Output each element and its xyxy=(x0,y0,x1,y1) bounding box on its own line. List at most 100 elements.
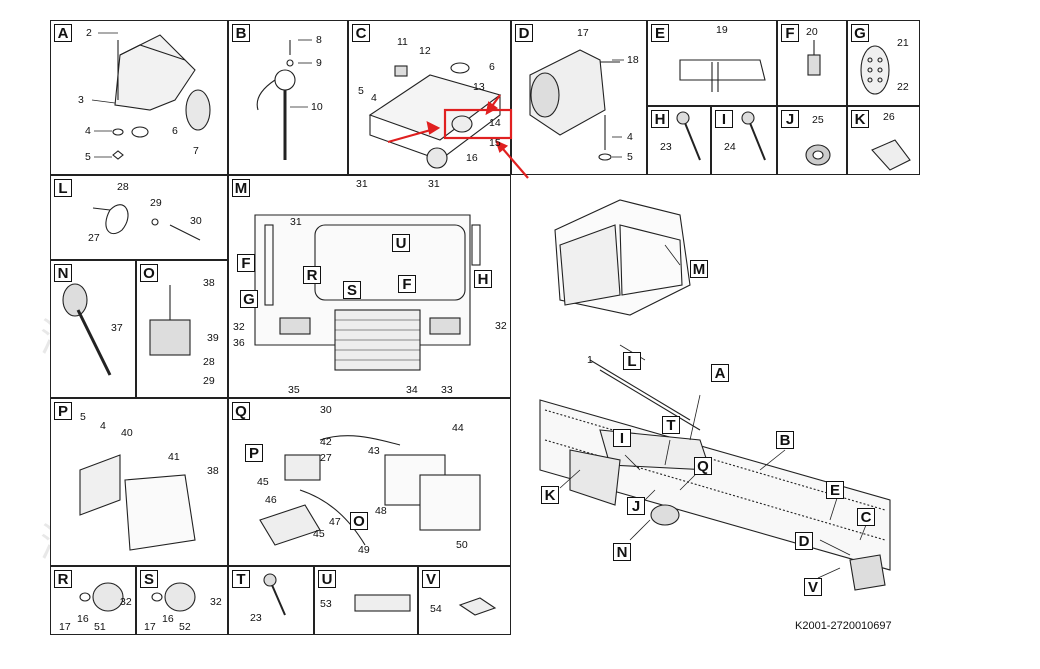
callout-4d: 4 xyxy=(627,131,633,143)
callout-26: 26 xyxy=(883,111,895,123)
overview-label-c: C xyxy=(857,508,875,526)
callout-46: 46 xyxy=(265,494,277,506)
callout-43: 43 xyxy=(368,445,380,457)
panel-label-r: R xyxy=(54,570,72,588)
callout-17s: 17 xyxy=(144,621,156,633)
callout-13: 13 xyxy=(473,81,485,93)
callout-53: 53 xyxy=(320,598,332,610)
callout-29: 29 xyxy=(150,197,162,209)
panel-label-n: N xyxy=(54,264,72,282)
callout-27q: 27 xyxy=(320,452,332,464)
callout-37: 37 xyxy=(111,322,123,334)
callout-49: 49 xyxy=(358,544,370,556)
callout-15: 15 xyxy=(489,137,501,149)
callout-32r: 32 xyxy=(120,596,132,608)
m-label-h: H xyxy=(474,270,492,288)
callout-17r: 17 xyxy=(59,621,71,633)
panel-label-a: A xyxy=(54,24,72,42)
callout-19: 19 xyxy=(716,24,728,36)
m-label-s: S xyxy=(343,281,361,299)
callout-44: 44 xyxy=(452,422,464,434)
callout-6c: 6 xyxy=(489,61,495,73)
callout-8: 8 xyxy=(316,34,322,46)
callout-34: 34 xyxy=(406,384,418,396)
overview-label-b: B xyxy=(776,431,794,449)
panel-label-s: S xyxy=(140,570,158,588)
panel-label-g: G xyxy=(851,24,869,42)
overview-label-v: V xyxy=(804,578,822,596)
panel-label-e: E xyxy=(651,24,669,42)
callout-52: 52 xyxy=(179,621,191,633)
panel-label-p: P xyxy=(54,402,72,420)
callout-2: 2 xyxy=(86,27,92,39)
overview-label-d: D xyxy=(795,532,813,550)
callout-1: 1 xyxy=(587,354,593,366)
callout-25: 25 xyxy=(812,114,824,126)
callout-28o: 28 xyxy=(203,356,215,368)
callout-31c: 31 xyxy=(290,216,302,228)
overview-label-j: J xyxy=(627,497,645,515)
m-label-u: U xyxy=(392,234,410,252)
panel-label-c: C xyxy=(352,24,370,42)
overview-label-a: A xyxy=(711,364,729,382)
callout-40: 40 xyxy=(121,427,133,439)
callout-48: 48 xyxy=(375,505,387,517)
callout-27: 27 xyxy=(88,232,100,244)
panel-label-q: Q xyxy=(232,402,250,420)
callout-39: 39 xyxy=(207,332,219,344)
panel-b xyxy=(228,20,348,175)
panel-label-l: L xyxy=(54,179,72,197)
callout-28: 28 xyxy=(117,181,129,193)
callout-16: 16 xyxy=(466,152,478,164)
callout-18: 18 xyxy=(627,54,639,66)
overview-label-t: T xyxy=(662,416,680,434)
callout-5d: 5 xyxy=(627,151,633,163)
overview-label-q: Q xyxy=(694,457,712,475)
callout-32s: 32 xyxy=(210,596,222,608)
callout-29o: 29 xyxy=(203,375,215,387)
panel-label-b: B xyxy=(232,24,250,42)
diagram-reference: K2001-2720010697 xyxy=(795,620,892,632)
callout-5p: 5 xyxy=(80,411,86,423)
callout-3: 3 xyxy=(78,94,84,106)
callout-54: 54 xyxy=(430,603,442,615)
callout-20: 20 xyxy=(806,26,818,38)
callout-9: 9 xyxy=(316,57,322,69)
panel-label-j: J xyxy=(781,110,799,128)
callout-45b: 45 xyxy=(313,528,325,540)
overview-label-i: I xyxy=(613,429,631,447)
panel-label-u: U xyxy=(318,570,336,588)
callout-4p: 4 xyxy=(100,420,106,432)
callout-30q: 30 xyxy=(320,404,332,416)
callout-23: 23 xyxy=(660,141,672,153)
callout-22: 22 xyxy=(897,81,909,93)
callout-7: 7 xyxy=(193,145,199,157)
callout-33: 33 xyxy=(441,384,453,396)
callout-11: 11 xyxy=(397,36,408,48)
m-label-f-right: F xyxy=(398,275,416,293)
panel-label-d: D xyxy=(515,24,533,42)
callout-23t: 23 xyxy=(250,612,262,624)
callout-5c: 5 xyxy=(358,85,364,97)
panel-label-i: I xyxy=(715,110,733,128)
callout-38p: 38 xyxy=(207,465,219,477)
q-label-o: O xyxy=(350,512,368,530)
panel-label-f: F xyxy=(781,24,799,42)
panel-label-o: O xyxy=(140,264,158,282)
m-label-g: G xyxy=(240,290,258,308)
callout-50: 50 xyxy=(456,539,468,551)
callout-51: 51 xyxy=(94,621,106,633)
q-label-p: P xyxy=(245,444,263,462)
callout-45a: 45 xyxy=(257,476,269,488)
callout-4: 4 xyxy=(85,125,91,137)
callout-10: 10 xyxy=(311,101,323,113)
overview-label-e: E xyxy=(826,481,844,499)
panel-label-t: T xyxy=(232,570,250,588)
callout-24: 24 xyxy=(724,141,736,153)
overview-label-n: N xyxy=(613,543,631,561)
callout-31a: 31 xyxy=(356,178,368,190)
callout-35: 35 xyxy=(288,384,300,396)
callout-4c: 4 xyxy=(371,92,377,104)
m-label-f-left: F xyxy=(237,254,255,272)
